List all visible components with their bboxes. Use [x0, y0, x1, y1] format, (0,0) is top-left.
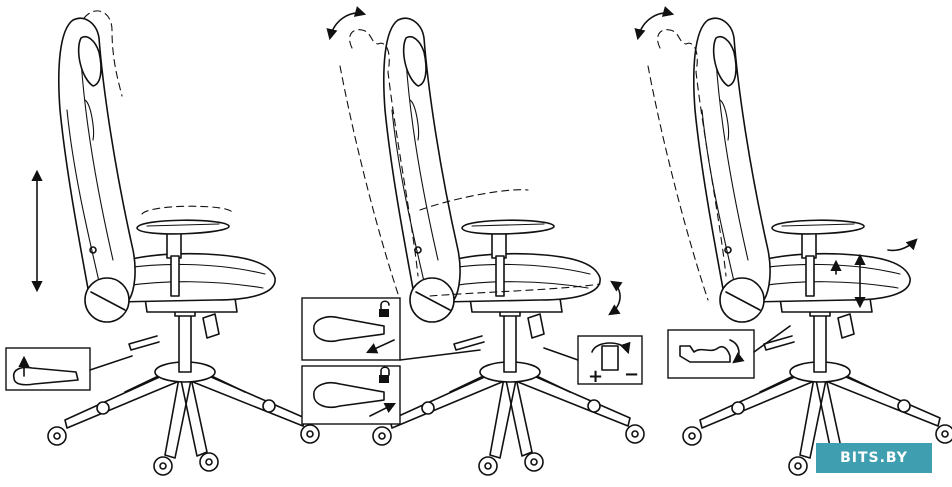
tilt-rotate-arrow-icon	[608, 280, 623, 316]
lock-direction-arrow-icon	[369, 402, 397, 417]
minus-icon: −	[624, 364, 639, 385]
locked-padlock-icon	[379, 366, 390, 383]
watermark-logo: BITS.BY	[816, 443, 932, 473]
recline-rotate-arrow-icon	[326, 6, 367, 41]
unlocked-padlock-icon	[379, 300, 390, 317]
recline-rotate-arrow-icon-2	[634, 6, 675, 41]
tension-knob-icon	[601, 345, 619, 371]
panel-1-seat-height	[5, 10, 320, 476]
unlock-direction-arrow-icon	[365, 339, 395, 354]
raised-armrest-outline	[141, 205, 233, 215]
plus-icon: +	[588, 366, 603, 387]
lever-handle-icon	[12, 366, 79, 386]
panel-2-recline: + −	[301, 6, 645, 476]
armrest-pad-icon	[679, 345, 731, 363]
raised-headrest-outline	[83, 10, 123, 97]
armrest-rotate-arrow-icon	[887, 238, 918, 252]
panel-3-armrest	[634, 6, 952, 476]
